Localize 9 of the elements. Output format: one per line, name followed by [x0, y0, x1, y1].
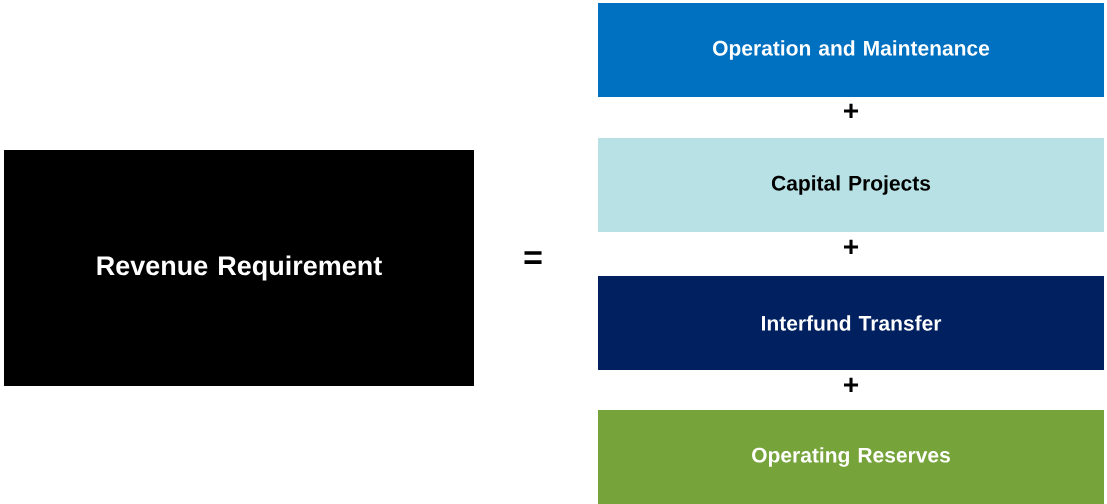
equals-sign: = — [524, 251, 542, 264]
process-box: Operation and Maintenance — [598, 3, 1104, 97]
process-box: Interfund Transfer — [598, 276, 1104, 370]
plus-sign: + — [844, 239, 859, 254]
plus-sign: + — [844, 377, 859, 392]
process-box: Operating Reserves — [598, 410, 1104, 504]
process-box: Capital Projects — [598, 138, 1104, 232]
process-box: Revenue Requirement — [4, 150, 474, 386]
plus-sign: + — [844, 103, 859, 118]
